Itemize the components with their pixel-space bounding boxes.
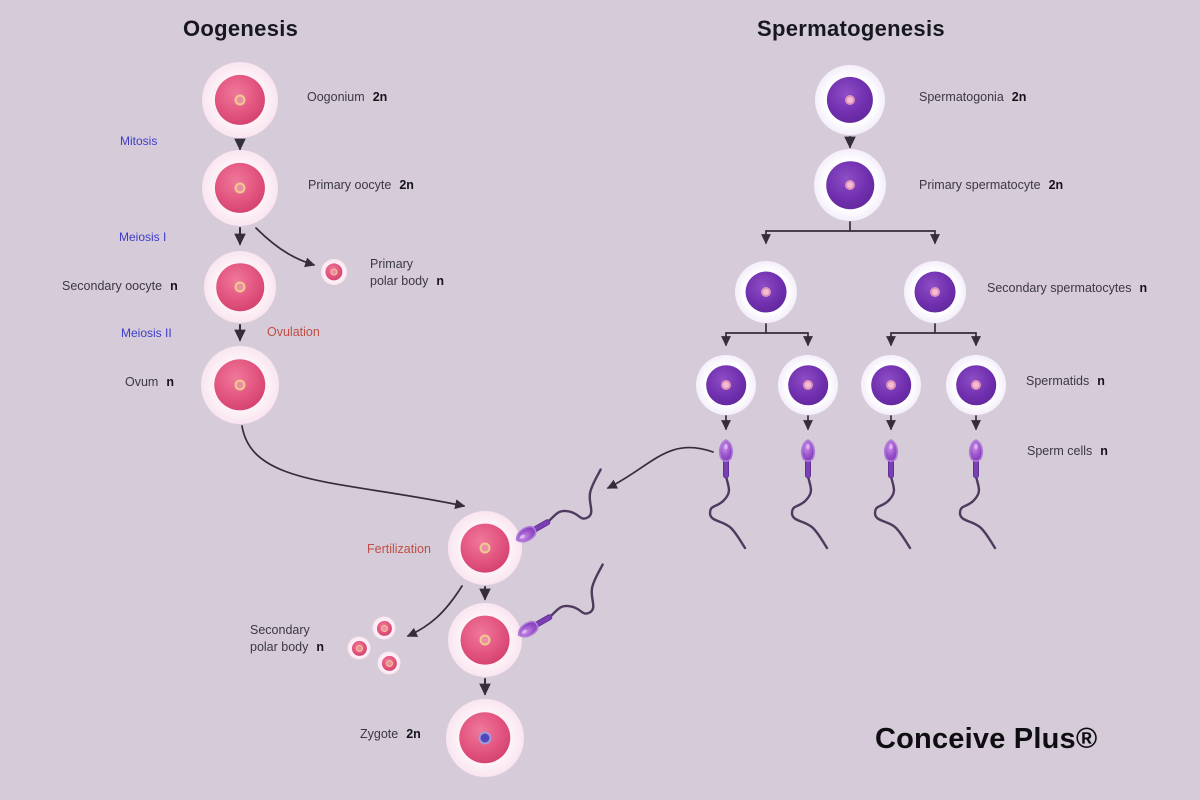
- label-fertilization: Fertilization: [367, 542, 431, 556]
- sperm-icon: [873, 438, 912, 550]
- cell-spermatid: [778, 355, 838, 415]
- oogenesis-flow-arrows: [234, 136, 856, 696]
- sperm-icon: [708, 438, 747, 550]
- cell-zygote: [446, 699, 524, 777]
- cell-primary-spermatocyte: [814, 149, 886, 221]
- label-meiosis-2: Meiosis II: [121, 326, 172, 340]
- cell-fertilization-egg: [448, 511, 522, 585]
- cell-secondary-spermatocyte: [904, 261, 966, 323]
- sperm-icon-fertilizing: [507, 563, 622, 651]
- sperm-icon: [790, 438, 829, 550]
- cell-fertilized-egg: [448, 603, 522, 677]
- cell-secondary-oocyte: [204, 251, 276, 323]
- label-mitosis: Mitosis: [120, 134, 158, 148]
- cell-secondary-polar-body: [372, 616, 396, 640]
- curved-arrows: [241, 227, 714, 637]
- brand-logo-text: Conceive Plus®: [875, 723, 1098, 755]
- sperm-icon: [958, 438, 997, 550]
- arrow-sperm-to-egg: [606, 446, 714, 489]
- cell-ovum: [201, 346, 279, 424]
- sperm-icon-fertilizing: [505, 468, 620, 556]
- cell-spermatid: [946, 355, 1006, 415]
- spermatogenesis-title: Spermatogenesis: [757, 16, 945, 41]
- cell-oogonium: [202, 62, 278, 138]
- cell-spermatogonia: [815, 65, 885, 135]
- oogenesis-title: Oogenesis: [183, 16, 299, 41]
- cell-spermatid: [696, 355, 756, 415]
- cell-primary-polar-body: [321, 259, 347, 285]
- arrow-to-primary-polar-body: [255, 227, 316, 268]
- cell-secondary-polar-body: [377, 651, 401, 675]
- label-ovulation: Ovulation: [267, 325, 320, 339]
- arrow-ovum-to-fertilization: [241, 425, 466, 510]
- spermatogenesis-branches: [721, 221, 981, 431]
- cell-secondary-polar-body: [347, 636, 371, 660]
- label-meiosis-1: Meiosis I: [119, 230, 167, 244]
- cell-primary-oocyte: [202, 150, 278, 226]
- cell-spermatid: [861, 355, 921, 415]
- cell-secondary-spermatocyte: [735, 261, 797, 323]
- arrow-to-secondary-polar-bodies: [406, 585, 463, 637]
